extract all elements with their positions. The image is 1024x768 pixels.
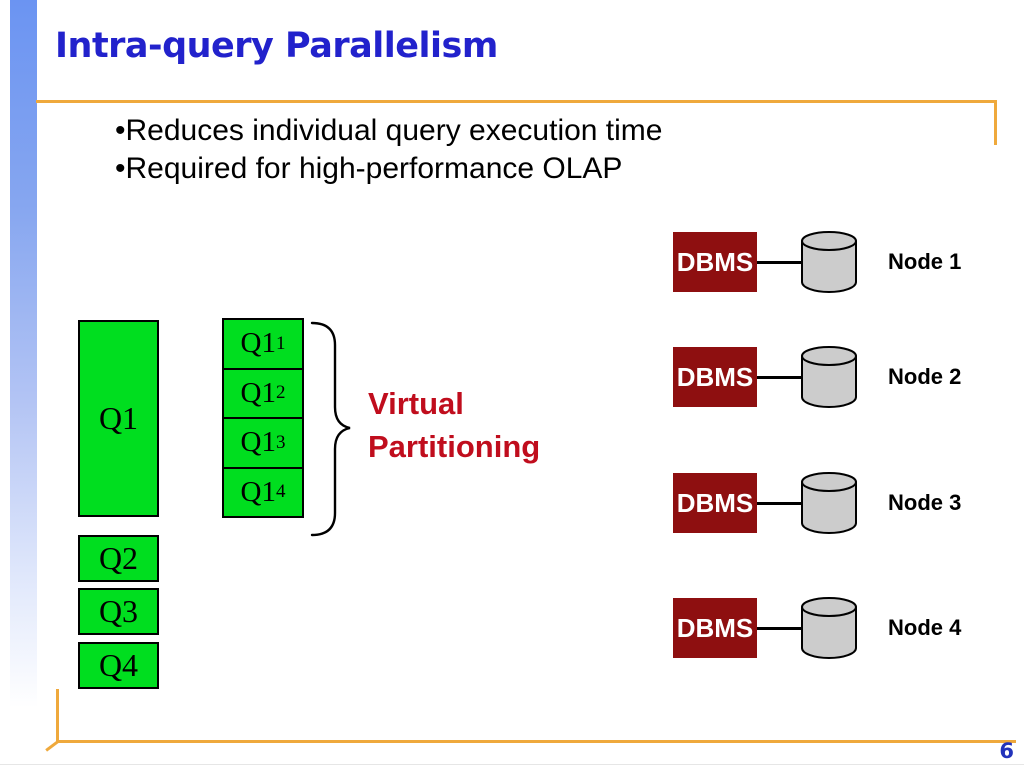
dbms-box: DBMS: [673, 598, 757, 658]
bottom-corner-nub: [45, 740, 59, 752]
page-number: 6: [999, 739, 1014, 763]
bullet-text: Reduces individual query execution time: [125, 114, 663, 147]
query-box-q1: Q1: [78, 320, 159, 517]
virtual-partitioning-line2: Partitioning: [368, 429, 541, 464]
partition-label: Q1: [240, 475, 276, 508]
node-row-2: DBMS Node 2: [673, 346, 1023, 409]
node-row-4: DBMS Node 4: [673, 597, 1023, 660]
query-box-q4: Q4: [78, 642, 159, 689]
query-box-q2: Q2: [78, 535, 159, 582]
bullet-list: •Reduces individual query execution time…: [115, 112, 662, 188]
node-label: Node 3: [888, 490, 962, 515]
virtual-partitioning-label: Virtual Partitioning: [368, 382, 540, 468]
bullet-item: •Reduces individual query execution time: [115, 112, 662, 150]
dbms-box: DBMS: [673, 473, 757, 533]
database-cylinder-icon: [801, 231, 857, 293]
connector-line: [757, 261, 801, 264]
sidebar-gradient-bar: [10, 0, 37, 730]
bullet-item: •Required for high-performance OLAP: [115, 150, 662, 188]
query-box-q3: Q3: [78, 588, 159, 635]
database-cylinder-icon: [801, 472, 857, 534]
database-cylinder-icon: [801, 346, 857, 408]
node-label: Node 2: [888, 364, 962, 389]
bottom-rule: [56, 740, 1016, 743]
curly-brace-icon: [310, 321, 351, 537]
top-rule: [36, 100, 997, 103]
dbms-box: DBMS: [673, 232, 757, 292]
footer-divider: [0, 764, 1024, 765]
dbms-box: DBMS: [673, 347, 757, 407]
partition-label: Q1: [240, 426, 276, 459]
database-cylinder-icon: [801, 597, 857, 659]
bullet-marker: •: [115, 114, 126, 147]
connector-line: [757, 627, 801, 630]
connector-line: [757, 376, 801, 379]
bullet-marker: •: [115, 152, 126, 185]
connector-line: [757, 502, 801, 505]
node-label: Node 1: [888, 249, 962, 274]
top-rule-right-stub: [994, 100, 997, 145]
partition-label: Q1: [240, 327, 276, 360]
bullet-text: Required for high-performance OLAP: [125, 152, 623, 185]
node-row-1: DBMS Node 1: [673, 231, 1023, 294]
slide-title: Intra-query Parallelism: [55, 26, 498, 66]
virtual-partitioning-line1: Virtual: [368, 386, 464, 421]
partition-label: Q1: [240, 376, 276, 409]
bottom-rule-left-stub: [56, 689, 59, 743]
node-row-3: DBMS Node 3: [673, 472, 1023, 535]
node-label: Node 4: [888, 615, 962, 640]
